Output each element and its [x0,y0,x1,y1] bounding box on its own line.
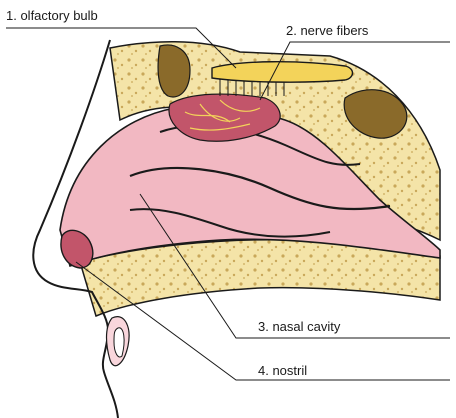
label-olfactory-bulb: 1. olfactory bulb [6,9,98,22]
incisor-tooth [114,328,124,357]
label-nerve-fibers: 2. nerve fibers [286,24,368,37]
frontal-sinus [158,45,190,97]
label-nostril: 4. nostril [258,364,307,377]
label-nasal-cavity: 3. nasal cavity [258,320,340,333]
